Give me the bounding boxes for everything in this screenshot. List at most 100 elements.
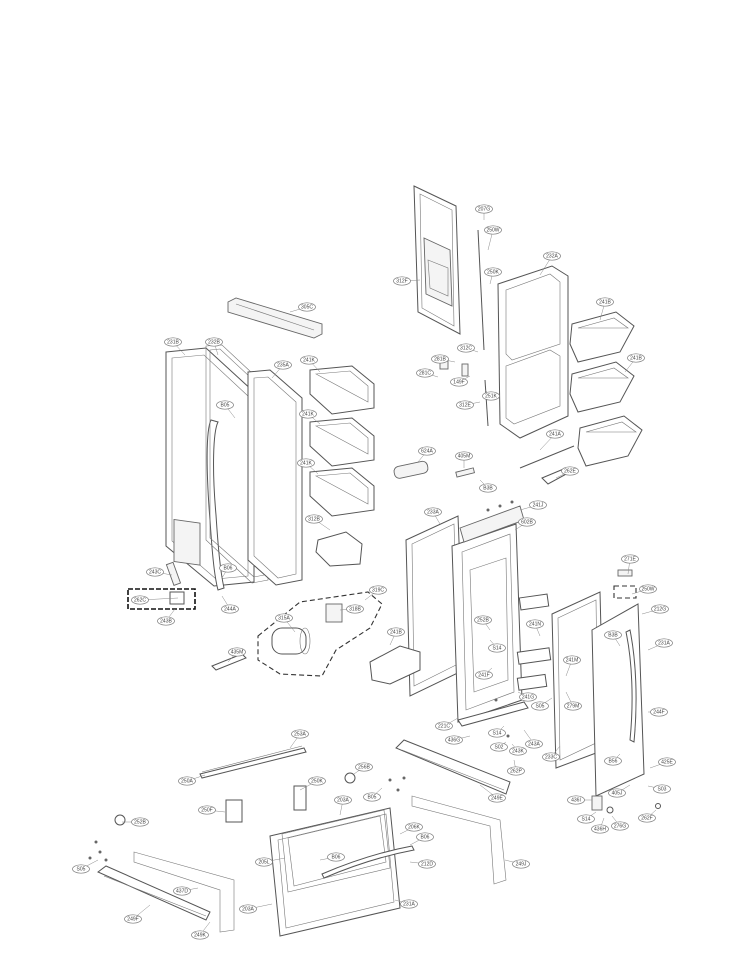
callout-oval — [479, 483, 497, 493]
callout-oval — [490, 742, 508, 752]
callout-76: S14 — [577, 811, 597, 824]
callout-label: B05 — [368, 794, 377, 800]
callout-oval — [627, 353, 645, 363]
callout-oval — [546, 429, 564, 439]
right-bin-1 — [569, 311, 635, 363]
callout-55: S14 — [488, 725, 506, 738]
callout-oval — [639, 584, 657, 594]
callout-label: 281C — [419, 370, 431, 376]
callout-58: 243A — [523, 729, 543, 749]
callout-oval — [529, 500, 547, 510]
callout-45: 231A — [647, 638, 673, 651]
callout-label: 231A — [403, 901, 415, 907]
callout-label: 250W — [486, 227, 499, 233]
callout-90: 249F — [124, 904, 151, 924]
callout-label: 241G — [522, 694, 534, 700]
callout-oval — [435, 721, 453, 731]
callout-oval — [216, 400, 234, 410]
callout-label: 243A — [528, 741, 540, 747]
callout-oval — [298, 302, 316, 312]
callout-label: S02 — [495, 744, 504, 750]
callout-74: 250F — [198, 805, 226, 815]
callout-30: 271E — [621, 554, 639, 575]
callout-label: 249K — [194, 932, 206, 938]
callout-label: B06 — [224, 565, 233, 571]
callout-67: 250K — [299, 776, 326, 791]
callout-label: 435M — [231, 649, 244, 655]
callout-label: B56 — [609, 758, 618, 764]
callout-label: 271E — [624, 556, 636, 562]
callout-label: 250A — [181, 778, 193, 784]
callout-label: 241N — [529, 621, 541, 627]
callout-oval — [308, 776, 326, 786]
callout-oval — [542, 752, 560, 762]
callout-2: 232A — [539, 251, 561, 276]
callout-21: 624A — [417, 446, 436, 463]
clip-part — [225, 799, 243, 823]
callout-6: 241B — [596, 297, 614, 321]
callout-63: 425E — [649, 757, 676, 769]
right-bin-2 — [569, 361, 635, 413]
right-door-handle — [625, 629, 637, 743]
callout-oval — [363, 792, 381, 802]
callout-label: 251K — [485, 393, 497, 399]
callout-oval — [291, 729, 309, 739]
callout-70: 249E — [479, 784, 506, 803]
callout-47: 435M — [227, 647, 246, 663]
callout-9: 312C — [457, 343, 479, 353]
callout-oval — [525, 739, 543, 749]
door-gasket — [205, 344, 269, 584]
callout-12: 241K — [300, 355, 321, 373]
callout-label: 243C — [149, 569, 161, 575]
callout-86: S05 — [72, 859, 99, 874]
callout-label: 241B — [630, 355, 642, 361]
callout-oval — [564, 701, 582, 711]
callout-23: 241K — [297, 458, 319, 475]
callout-label: 243B — [160, 618, 172, 624]
ice-maker-detail — [211, 591, 383, 677]
callout-83: 205L — [255, 857, 286, 867]
right-door-assembly — [393, 185, 643, 485]
callout-oval — [327, 852, 345, 862]
callout-27: 233A — [424, 507, 442, 525]
callout-oval — [488, 643, 506, 653]
callout-oval — [221, 604, 239, 614]
callout-42: 241N — [526, 619, 544, 637]
callout-oval — [164, 337, 182, 347]
callout-label: 436G — [448, 737, 460, 743]
callout-oval — [405, 822, 423, 832]
callout-79: 436H — [591, 817, 609, 834]
callout-22: 405M — [455, 451, 473, 468]
callout-label: 250K — [311, 778, 323, 784]
callout-oval — [577, 814, 595, 824]
callout-oval — [561, 466, 579, 476]
callout-label: 231B — [167, 339, 179, 345]
left-door-assembly — [127, 297, 375, 610]
callout-oval — [519, 692, 537, 702]
callout-54: 221C — [435, 717, 459, 731]
callout-label: S14 — [582, 816, 591, 822]
callout-label: 312B — [308, 516, 320, 522]
callout-75: 262F — [638, 809, 657, 823]
callout-oval — [424, 507, 442, 517]
callout-oval — [591, 824, 609, 834]
callout-oval — [387, 627, 405, 637]
callout-label: S14 — [493, 730, 502, 736]
callout-oval — [431, 354, 449, 364]
callout-label: S14 — [493, 645, 502, 651]
callout-label: 281B — [434, 356, 446, 362]
callout-label: 436I — [571, 797, 581, 803]
callout-oval — [488, 793, 506, 803]
callout-oval — [228, 647, 246, 657]
callout-oval — [484, 267, 502, 277]
callout-17: B05 — [216, 400, 236, 419]
callout-oval — [475, 670, 493, 680]
callout-oval — [484, 225, 502, 235]
callout-82: B06 — [319, 852, 345, 862]
callout-24: 262E — [555, 466, 579, 479]
callout-label: 250W — [641, 586, 654, 592]
callout-label: 241M — [566, 657, 579, 663]
callout-label: S03 — [658, 786, 667, 792]
callout-80: 276G — [611, 815, 629, 831]
callout-56: 436G — [445, 735, 471, 745]
